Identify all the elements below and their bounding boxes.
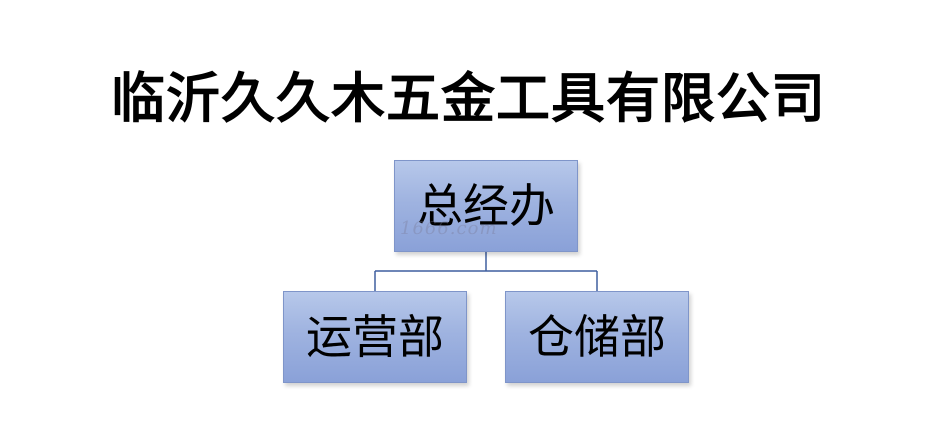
watermark-text: 1666.com — [400, 218, 498, 239]
org-node-warehouse-label: 仓储部 — [528, 310, 666, 364]
org-node-warehouse: 仓储部 — [505, 291, 689, 383]
org-node-operations: 运营部 — [283, 291, 467, 383]
org-node-general-office-label: 总经办 — [417, 179, 555, 233]
company-title: 临沂久久木五金工具有限公司 — [111, 67, 826, 130]
org-node-general-office: 总经办 — [394, 160, 578, 252]
org-node-operations-label: 运营部 — [306, 310, 444, 364]
